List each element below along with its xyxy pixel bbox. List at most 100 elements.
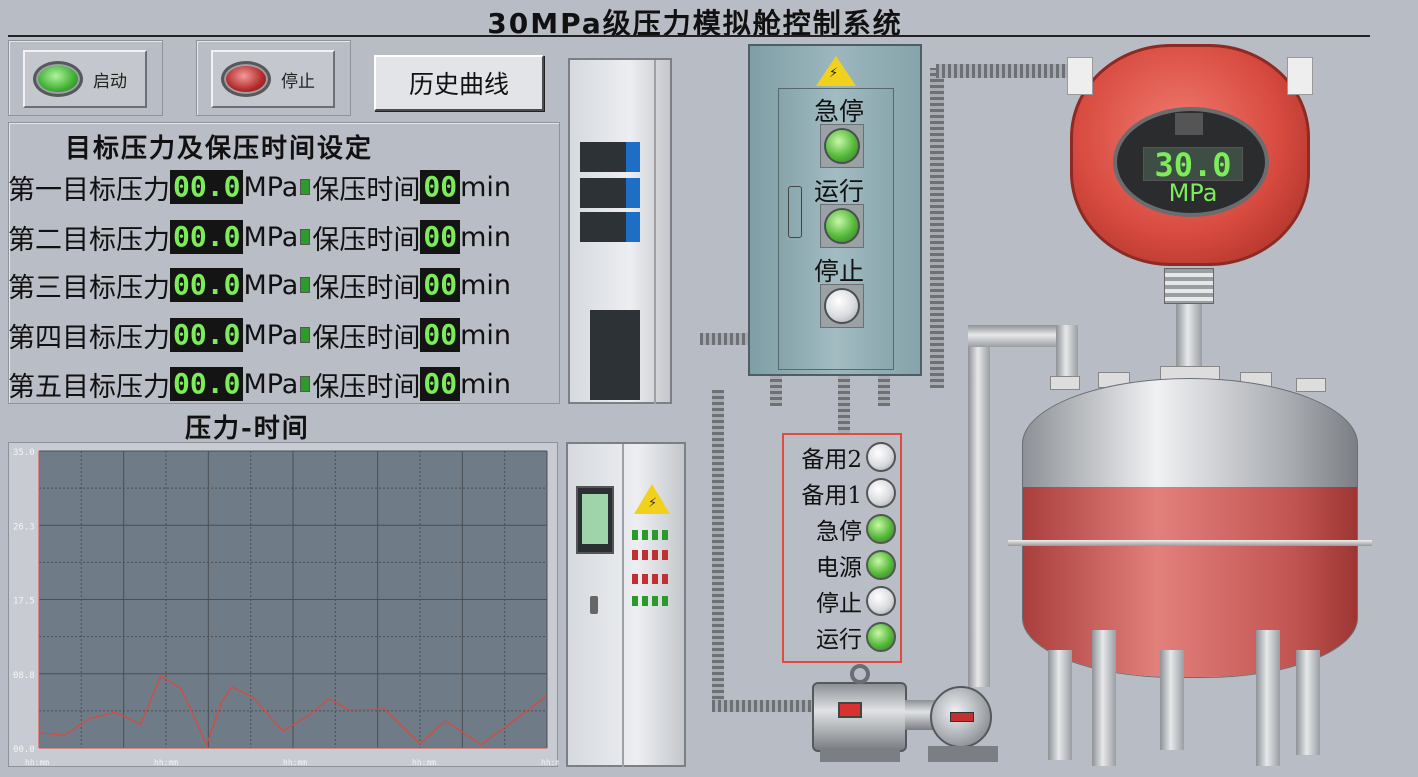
hold-time-input[interactable]: 00 [420,170,461,204]
control-lamp-frame [820,204,864,248]
indicator-label: 电源 [816,555,862,581]
chart-title: 压力-时间 [185,414,310,444]
target-pressure-label: 第一目标压力 [8,174,170,206]
status-led [300,179,311,195]
indicator-row: 备用1 [788,475,896,511]
settings-panel [8,122,560,404]
indicator-lamp [866,442,896,472]
vessel-leg-3 [1160,650,1184,750]
cabinet-module-3 [580,212,640,242]
cabinet-handle [590,596,598,614]
indicator-strip-4 [632,596,672,606]
cabinet-module-2 [580,178,640,208]
gauge-cap-right [1287,57,1313,95]
x-tick-label: hh:mm [541,758,559,767]
vessel-nozzle-4 [1296,378,1326,392]
indicator-lamp [866,478,896,508]
warning-triangle-icon [816,56,856,86]
indicator-strip-2 [632,550,672,560]
history-curve-button[interactable]: 历史曲线 [374,55,544,111]
cabinet-edge [654,60,656,404]
control-lamp-label: 停止 [814,257,865,286]
hold-time-input[interactable]: 00 [420,318,461,352]
hose-center [838,376,850,436]
stop-button[interactable]: 停止 [211,50,335,108]
hose-top [936,64,1076,78]
hold-time-input[interactable]: 00 [420,367,461,401]
pump [930,686,992,748]
settings-title: 目标压力及保压时间设定 [65,134,374,164]
indicator-label: 停止 [816,591,862,617]
control-lamp-frame [820,284,864,328]
target-pressure-input[interactable]: 00.0 [170,318,244,352]
indicator-label: 运行 [816,627,862,653]
target-pressure-label: 第三目标压力 [8,272,170,304]
hose-down-left [712,390,724,705]
control-lamp-label: 运行 [814,177,865,206]
pressure-transmitter: 30.0 MPa [1067,44,1313,266]
time-unit: min [460,171,511,203]
hold-time-input[interactable]: 00 [420,268,461,302]
vessel-leg-2 [1092,630,1116,766]
pressure-unit: MPa [243,221,299,253]
pressure-vessel [1022,378,1358,678]
y-tick-label: 00.0 [13,745,35,755]
hose-left [700,333,750,345]
time-unit: min [460,368,511,400]
hose-right-vertical [930,68,944,388]
start-panel: 启动 [8,40,163,116]
lightning-icon: ⚡ [648,496,658,511]
vessel-leg-1 [1048,650,1072,760]
y-tick-label: 26.3 [13,522,35,532]
hold-time-label: 保压时间 [312,174,421,206]
indicator-strip-1 [632,530,672,540]
vessel-leg-5 [1296,650,1320,755]
time-unit: min [460,221,511,253]
indicator-lamp [866,586,896,616]
gauge-sensor [1175,113,1203,135]
target-pressure-input[interactable]: 00.0 [170,220,244,254]
time-unit: min [460,269,511,301]
target-pressure-input[interactable]: 00.0 [170,268,244,302]
hold-time-input[interactable]: 00 [420,220,461,254]
door-latch [788,186,802,238]
hold-time-label: 保压时间 [312,371,421,403]
pipe-horizontal [968,325,1078,347]
hold-time-label: 保压时间 [312,224,421,256]
y-tick-label: 17.5 [13,597,35,607]
indicator-row: 急停 [788,511,896,547]
indicator-lamp [866,550,896,580]
target-pressure-input[interactable]: 00.0 [170,170,244,204]
hose-to-motor [712,700,822,712]
pressure-unit: MPa [243,269,299,301]
start-button[interactable]: 启动 [23,50,147,108]
indicator-row: 备用2 [788,439,896,475]
motor-plate [838,702,862,718]
status-led [300,277,311,293]
x-tick-label: hh:mm [283,758,307,767]
electrical-cabinet: ⚡ [566,442,686,767]
hose-center-right [878,376,890,406]
y-tick-label: 08.8 [13,671,35,681]
vessel-leg-4 [1256,630,1280,766]
title-divider [8,35,1370,37]
pipe-vertical-left [968,325,990,687]
time-unit: min [460,319,511,351]
gauge-cap-left [1067,57,1093,95]
indicator-row: 电源 [788,547,896,583]
indicator-strip-3 [632,574,672,584]
indicator-lamp [866,622,896,652]
hold-time-label: 保压时间 [312,272,421,304]
stop-panel: 停止 [196,40,351,116]
pressure-unit: MPa [243,171,299,203]
vessel-flange [1008,540,1372,546]
stop-lamp [221,61,271,97]
target-pressure-input[interactable]: 00.0 [170,367,244,401]
